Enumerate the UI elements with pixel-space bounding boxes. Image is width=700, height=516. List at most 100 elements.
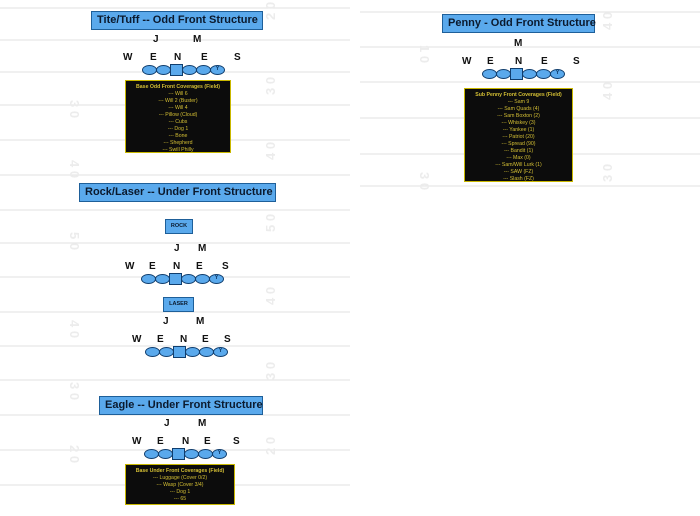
lb-m: M: [198, 243, 207, 254]
lineman-icon: [156, 65, 171, 75]
lb-m: M: [193, 34, 202, 45]
yard-number: 5 0: [263, 214, 278, 232]
yard-number: 2 0: [67, 445, 82, 463]
lineman-icon: [482, 69, 497, 79]
lineman-icon: [145, 347, 160, 357]
yard-number: 5 0: [67, 232, 82, 250]
coverage-item: --- Dog 1: [167, 126, 189, 132]
yard-number: 3 0: [263, 77, 278, 95]
lb-j: J: [163, 316, 169, 327]
coverage-item: --- 65: [173, 496, 187, 502]
laser-tag: LASER: [163, 297, 194, 312]
lineman-icon: [195, 274, 210, 284]
yard-number: 4 0: [67, 160, 82, 178]
lineman-icon: [158, 449, 173, 459]
letter-e: E: [541, 56, 548, 67]
lineman-icon: [144, 449, 159, 459]
yard-number: 3 0: [417, 172, 432, 190]
yard-number: 4 0: [263, 287, 278, 305]
lineman-icon: [196, 65, 211, 75]
yard-number: 3 0: [67, 382, 82, 400]
lb-m: M: [514, 38, 523, 49]
lineman-icon: [184, 449, 199, 459]
letter-e: E: [149, 261, 156, 272]
letter-e: E: [201, 52, 208, 63]
lineman-icon: [198, 449, 213, 459]
coverage-item: --- Whiskey (3): [501, 120, 536, 126]
coverage-item: --- Luggage (Cover 0/2): [152, 475, 208, 481]
letter-n: N: [182, 436, 190, 447]
tight-end-icon: Y: [550, 69, 565, 79]
lineman-icon: [522, 69, 537, 79]
letter-n: N: [173, 261, 181, 272]
coverage-item: --- Spread (90): [501, 141, 536, 147]
lb-j: J: [174, 243, 180, 254]
penny-title: Penny - Odd Front Structure: [442, 14, 596, 33]
coverage-item: --- Shepherd: [163, 140, 193, 146]
coverage-title: Base Odd Front Coverages (Field): [136, 84, 220, 90]
penny-coverages: Sub Penny Front Coverages (Field) --- Sa…: [464, 88, 573, 182]
coverage-item: --- Yankee (1): [502, 127, 535, 133]
coverage-title: Sub Penny Front Coverages (Field): [475, 92, 562, 98]
lb-j: J: [153, 34, 159, 45]
yard-number: 2 0: [263, 2, 278, 20]
letter-e: E: [204, 436, 211, 447]
offensive-line: Y: [482, 68, 565, 80]
coverage-item: --- Will 6: [168, 91, 188, 97]
coverage-item: --- Patriot (20): [502, 134, 535, 140]
lb-j: J: [164, 418, 170, 429]
lineman-icon: [159, 347, 174, 357]
yard-number: 3 0: [67, 100, 82, 118]
letter-n: N: [174, 52, 182, 63]
letter-e: E: [150, 52, 157, 63]
lineman-icon: [496, 69, 511, 79]
letter-s: S: [234, 52, 241, 63]
letter-s: S: [573, 56, 580, 67]
yard-number: 1 0: [417, 45, 432, 63]
letter-e: E: [487, 56, 494, 67]
letter-s: S: [233, 436, 240, 447]
tight-end-icon: Y: [209, 274, 224, 284]
tight-end-icon: Y: [212, 449, 227, 459]
yard-number: 4 0: [263, 142, 278, 160]
coverage-item: --- Sam Quads (4): [497, 106, 540, 112]
coverage-item: --- Dog 1: [169, 489, 191, 495]
tite-tuff-formation: J M W E N E S Y: [123, 34, 244, 76]
eagle-title: Eagle -- Under Front Structure: [99, 396, 263, 415]
coverage-item: --- Wasp (Cover 3/4): [156, 482, 204, 488]
laser-formation: J M W E N E S Y: [132, 316, 253, 358]
letter-w: W: [123, 52, 133, 63]
letter-s: S: [224, 334, 231, 345]
lineman-icon: [181, 274, 196, 284]
yard-number: 3 0: [263, 362, 278, 380]
tite-tuff-title: Tite/Tuff -- Odd Front Structure: [91, 11, 263, 30]
coverage-item: --- Cubs: [168, 119, 188, 125]
lb-m: M: [198, 418, 207, 429]
coverage-item: --- Will 4: [168, 105, 188, 111]
letter-e: E: [202, 334, 209, 345]
rock-formation: J M W E N E S Y: [125, 243, 246, 285]
lineman-icon: [185, 347, 200, 357]
yard-number: 4 0: [67, 320, 82, 338]
yard-number: 2 0: [263, 437, 278, 455]
yard-number: 4 0: [600, 82, 615, 100]
lineman-icon: [536, 69, 551, 79]
coverage-item: --- Sam/Will Lurk (1): [495, 162, 542, 168]
lineman-icon: [199, 347, 214, 357]
lineman-icon: [141, 274, 156, 284]
letter-n: N: [180, 334, 188, 345]
coverage-title: Base Under Front Coverages (Field): [135, 468, 225, 474]
tite-tuff-coverages: Base Odd Front Coverages (Field) --- Wil…: [125, 80, 231, 153]
letter-e: E: [196, 261, 203, 272]
tight-end-icon: Y: [213, 347, 228, 357]
offensive-line: Y: [141, 273, 224, 285]
coverage-item: --- Slash (FZ): [503, 176, 534, 182]
coverage-item: --- Swill Philly: [162, 147, 194, 153]
yard-number: 4 0: [600, 12, 615, 30]
coverage-item: --- Bone: [168, 133, 188, 139]
letter-w: W: [132, 436, 142, 447]
coverage-item: --- Pillow (Cloud): [158, 112, 198, 118]
coverage-item: --- SAW (FZ): [503, 169, 534, 175]
letter-n: N: [515, 56, 523, 67]
lb-m: M: [196, 316, 205, 327]
